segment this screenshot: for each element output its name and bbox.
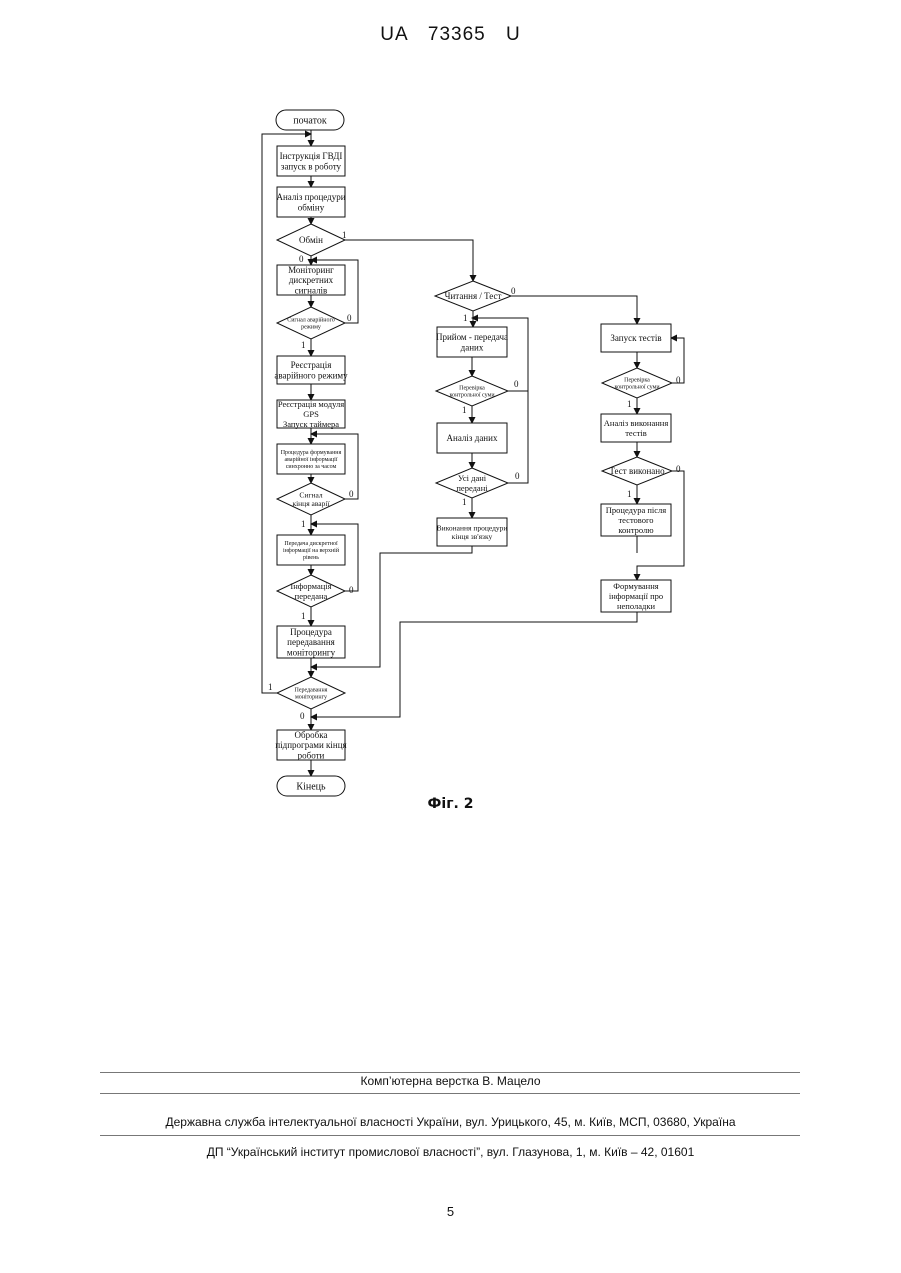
- gps-registration-box-text: Реєстрація модуля: [278, 399, 344, 409]
- footer-rule-mid: [100, 1093, 800, 1094]
- label-end-1: 1: [301, 519, 306, 529]
- label-exchange-0: 0: [299, 254, 304, 264]
- all-data-decision-text: Усі дані: [458, 473, 487, 483]
- label-testdone-0: 0: [676, 464, 681, 474]
- run-tests-box-text: Запуск тестів: [610, 333, 661, 343]
- monitoring-transfer-decision-text: Передавання: [295, 688, 328, 694]
- post-test-box-text: Процедура після: [606, 505, 666, 515]
- label-checksum2-0: 0: [676, 375, 681, 385]
- gps-registration-box-text: GPS: [303, 409, 319, 419]
- monitoring-transfer-decision-text: моніторингу: [295, 695, 327, 701]
- label-readtest-0: 0: [511, 286, 516, 296]
- label-alldata-0: 0: [515, 471, 520, 481]
- test-analysis-box-text: Аналіз виконання: [604, 418, 669, 428]
- fault-info-box-text: Формування: [613, 581, 658, 591]
- receive-transmit-box-text: даних: [461, 342, 484, 352]
- footer-rule-top: [100, 1072, 800, 1073]
- monitoring-procedure-box-text: моніторингу: [287, 648, 336, 658]
- info-sent-decision-text: передана: [295, 591, 328, 601]
- instruction-box-text: запуск в роботу: [281, 161, 342, 171]
- test-done-decision-text: Тест виконано: [609, 466, 665, 476]
- exchange-yes-arrow: [345, 240, 473, 281]
- end-terminator-text: Кінець: [296, 782, 326, 793]
- label-checksum-1: 1: [462, 405, 467, 415]
- emergency-signal-decision-text: Сигнал аварійного: [287, 317, 335, 324]
- gps-registration-box-text: Запуск таймера: [283, 419, 339, 429]
- emergency-info-box-text: Процедура формування: [281, 449, 342, 456]
- label-signal-0: 0: [347, 313, 352, 323]
- fault-info-box-text: інформації про: [609, 591, 663, 601]
- emergency-end-decision-text: кінця аварії: [292, 499, 330, 508]
- label-alldata-1: 1: [462, 497, 467, 507]
- monitoring-box-text: Моніторинг: [288, 265, 334, 275]
- checksum-decision-2-text: Перевірка: [624, 378, 650, 384]
- instruction-box-text: Інструкція ГВДІ: [280, 151, 343, 161]
- post-test-box-text: контролю: [618, 525, 654, 535]
- info-sent-decision-text: Інформація: [290, 581, 331, 591]
- test-analysis-box-text: тестів: [625, 428, 647, 438]
- checksum-decision-text: Перевірка: [459, 386, 485, 392]
- post-test-box-text: тестового: [618, 515, 653, 525]
- end-routine-box-text: роботи: [298, 751, 325, 761]
- exchange-decision-text: Обмін: [299, 235, 323, 245]
- label-end-0: 0: [349, 489, 354, 499]
- label-testdone-1: 1: [627, 489, 632, 499]
- label-signal-1: 1: [301, 340, 306, 350]
- checksum-decision-text: контрольної суми: [449, 393, 495, 399]
- data-analysis-box-text: Аналіз даних: [447, 433, 498, 443]
- read-test-decision-text: Читання / Тест: [445, 291, 502, 301]
- exchange-analysis-box-text: обміну: [298, 202, 325, 212]
- checksum-decision-2-text: контрольної суми: [614, 385, 660, 391]
- fault-info-arrow: [311, 612, 637, 717]
- monitoring-procedure-box-text: Процедура: [290, 627, 332, 637]
- monitoring-procedure-box-text: передавання: [287, 637, 335, 647]
- exchange-analysis-box-text: Аналіз процедури: [276, 192, 345, 202]
- emergency-info-box-text: синхронно за часом: [286, 464, 337, 470]
- start-terminator-text: початок: [293, 116, 327, 127]
- label-checksum-0: 0: [514, 379, 519, 389]
- discrete-transfer-box-text: рівень: [303, 555, 319, 561]
- emergency-info-box-text: аварійної інформації: [285, 456, 338, 463]
- emergency-registration-box-text: аварійного режиму: [274, 370, 348, 380]
- discrete-transfer-box-text: Передача дискретної: [284, 541, 338, 547]
- footer-rule-bottom: [100, 1135, 800, 1136]
- label-transfer-1: 1: [268, 682, 273, 692]
- label-info-0: 0: [349, 585, 354, 595]
- all-data-decision-text: передані: [456, 483, 488, 493]
- page-number: 5: [0, 1204, 901, 1219]
- footer-agency: Державна служба інтелектуальної власност…: [0, 1115, 901, 1129]
- monitoring-box-text: дискретних: [289, 275, 334, 285]
- label-exchange-1: 1: [342, 230, 347, 240]
- receive-transmit-box-text: Прийом - передача: [436, 332, 508, 342]
- loop-arrow: [508, 391, 528, 483]
- footer-typesetter: Комп’ютерна верстка В. Мацело: [0, 1074, 901, 1088]
- discrete-transfer-box-text: інформації на верхній: [283, 547, 340, 554]
- emergency-signal-decision-text: режиму: [301, 325, 321, 331]
- label-info-1: 1: [301, 611, 306, 621]
- emergency-registration-box-text: Реєстрація: [291, 360, 332, 370]
- end-routine-box-text: підпрограми кінця: [275, 740, 346, 750]
- end-routine-box-text: Обробка: [295, 730, 328, 740]
- fault-info-box-text: неполадки: [617, 601, 655, 611]
- footer-institute: ДП “Український інститут промислової вла…: [0, 1145, 901, 1159]
- label-readtest-1: 1: [463, 313, 468, 323]
- figure-caption: Фіг. 2: [0, 796, 901, 812]
- flowchart-diagram: початокІнструкція ГВДІзапуск в роботуАна…: [0, 0, 901, 820]
- session-end-box-text: кінця зв'язку: [452, 532, 493, 541]
- read-test-no-arrow: [511, 296, 637, 324]
- monitoring-box-text: сигналів: [295, 286, 328, 296]
- label-transfer-0: 0: [300, 711, 305, 721]
- label-checksum2-1: 1: [627, 399, 632, 409]
